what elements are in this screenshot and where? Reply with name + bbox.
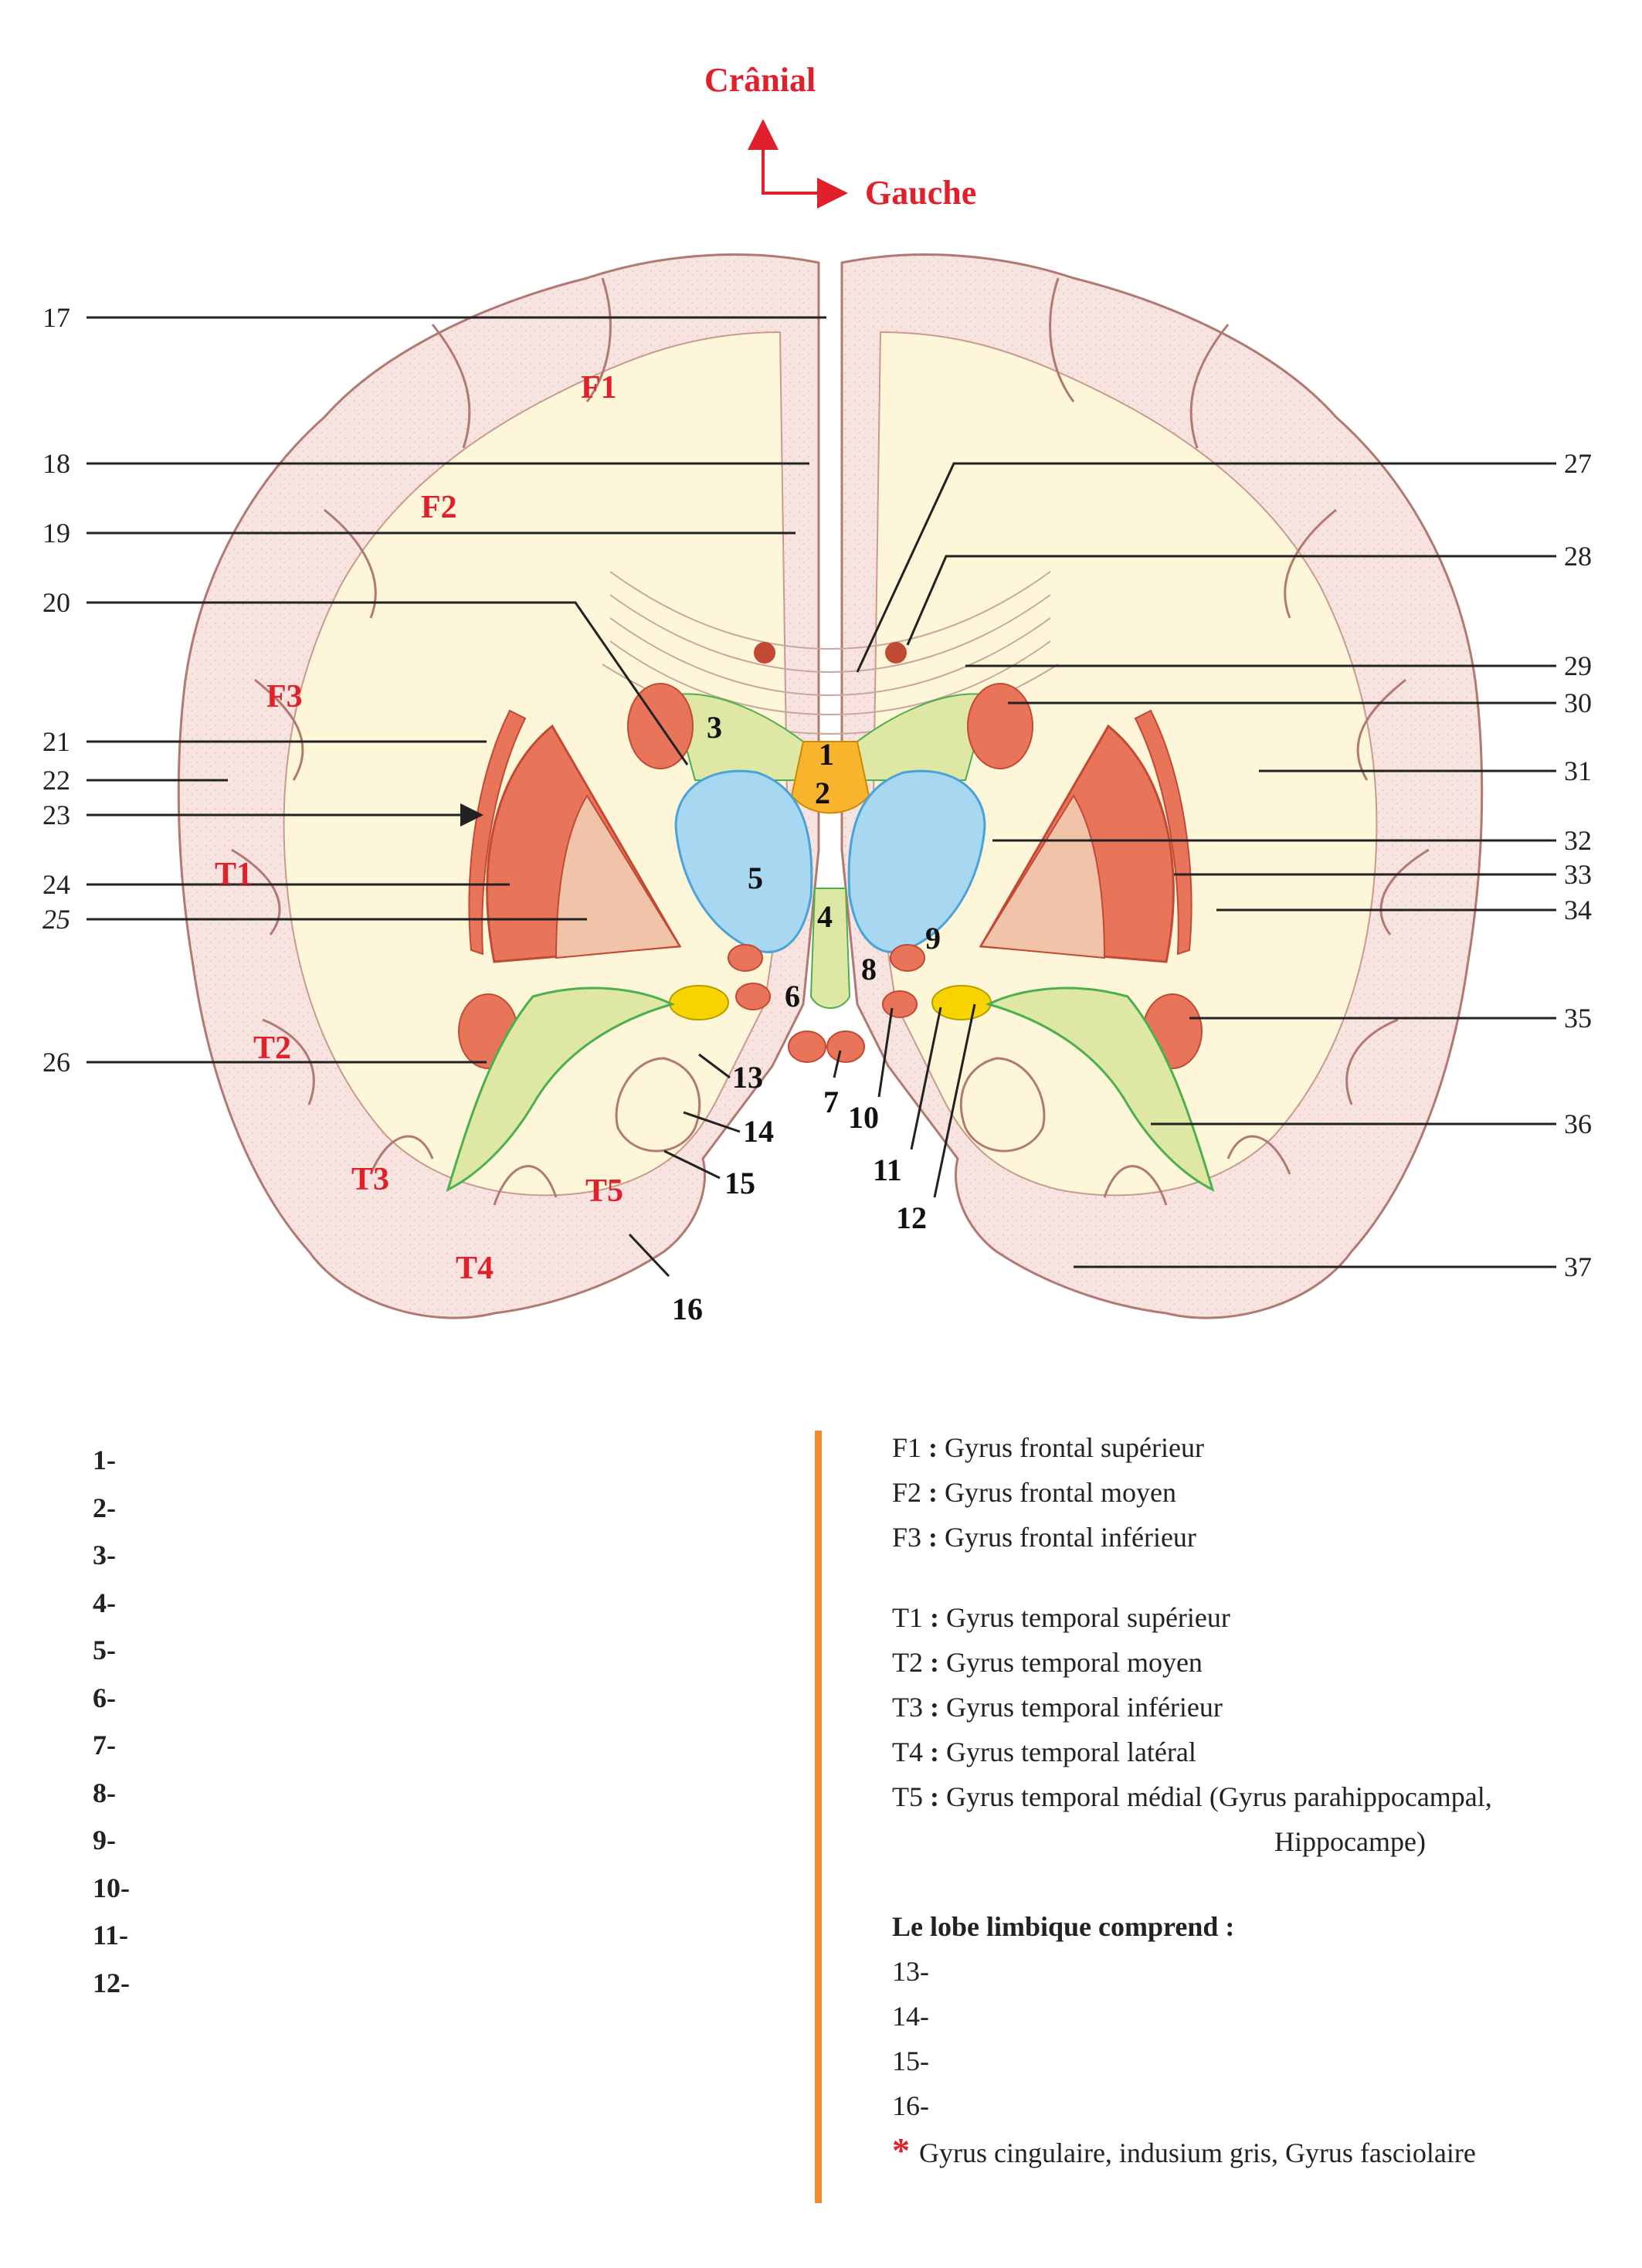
legend-row-t3: T3 : Gyrus temporal inférieur bbox=[892, 1692, 1223, 1723]
gyrus-label-f3: F3 bbox=[266, 679, 303, 715]
label-36: 36 bbox=[1564, 1109, 1592, 1139]
label-1: 1 bbox=[819, 737, 834, 772]
label-22: 22 bbox=[42, 765, 70, 796]
label-17: 17 bbox=[42, 302, 70, 333]
label-11: 11 bbox=[873, 1153, 902, 1187]
label-29: 29 bbox=[1564, 650, 1592, 681]
label-6: 6 bbox=[785, 979, 800, 1013]
legend-row-t5: T5 : Gyrus temporal médial (Gyrus parahi… bbox=[892, 1781, 1492, 1812]
orientation-up-label: Crânial bbox=[704, 61, 816, 99]
orientation-indicator: Crânial Gauche bbox=[704, 61, 976, 212]
answer-line-3: 3- bbox=[93, 1540, 116, 1570]
gyrus-label-t4: T4 bbox=[456, 1251, 494, 1286]
vertical-divider bbox=[815, 1431, 822, 2203]
label-16: 16 bbox=[672, 1292, 703, 1326]
lentiform-nuclei bbox=[468, 709, 1192, 963]
legend-row-f2: F2 : Gyrus frontal moyen bbox=[892, 1477, 1176, 1508]
label-34: 34 bbox=[1564, 895, 1592, 925]
gyrus-label-t2: T2 bbox=[253, 1030, 291, 1066]
label-5: 5 bbox=[748, 861, 763, 895]
answer-line-10: 10- bbox=[93, 1872, 130, 1903]
answer-lines: 1- 2- 3- 4- 5- 6- 7- 8- 9- 10- 11- 12- bbox=[93, 1437, 130, 2007]
label-28: 28 bbox=[1564, 541, 1592, 572]
limbic-note-text: Gyrus cingulaire, indusium gris, Gyrus f… bbox=[919, 2137, 1476, 2168]
gyrus-label-t5: T5 bbox=[585, 1173, 623, 1209]
label-25: 25 bbox=[42, 904, 70, 935]
label-18: 18 bbox=[42, 448, 70, 479]
limbic-item-13: 13- bbox=[892, 1956, 929, 1987]
label-15: 15 bbox=[724, 1166, 755, 1200]
legend-row-t2: T2 : Gyrus temporal moyen bbox=[892, 1647, 1203, 1678]
orientation-right-label: Gauche bbox=[865, 174, 976, 212]
label-10: 10 bbox=[848, 1100, 879, 1135]
gyrus-legend: F1 : Gyrus frontal supérieur F2 : Gyrus … bbox=[892, 1425, 1626, 2173]
label-14: 14 bbox=[743, 1114, 774, 1149]
answer-line-5: 5- bbox=[93, 1635, 116, 1665]
label-33: 33 bbox=[1564, 859, 1592, 890]
limbic-note: * Gyrus cingulaire, indusium gris, Gyrus … bbox=[892, 2128, 1626, 2173]
legend-row-t4: T4 : Gyrus temporal latéral bbox=[892, 1737, 1196, 1767]
gyrus-label-t1: T1 bbox=[215, 857, 253, 892]
label-27: 27 bbox=[1564, 448, 1592, 479]
gyrus-labels: F1 F2 F3 T1 T2 T3 T4 T5 bbox=[215, 370, 623, 1286]
label-31: 31 bbox=[1564, 755, 1592, 786]
gyrus-label-t3: T3 bbox=[351, 1162, 389, 1197]
label-13: 13 bbox=[732, 1060, 763, 1095]
label-12: 12 bbox=[896, 1200, 927, 1235]
legend-row-t1: T1 : Gyrus temporal supérieur bbox=[892, 1602, 1230, 1633]
limbic-item-16: 16- bbox=[892, 2090, 929, 2121]
answer-line-6: 6- bbox=[93, 1682, 116, 1713]
label-35: 35 bbox=[1564, 1003, 1592, 1034]
label-8: 8 bbox=[861, 952, 877, 986]
label-24: 24 bbox=[42, 869, 70, 900]
gyrus-label-f2: F2 bbox=[421, 490, 457, 525]
legend-row-f1: F1 : Gyrus frontal supérieur bbox=[892, 1432, 1204, 1463]
answer-line-2: 2- bbox=[93, 1492, 116, 1523]
answer-line-11: 11- bbox=[93, 1920, 129, 1951]
label-37: 37 bbox=[1564, 1251, 1592, 1282]
label-3: 3 bbox=[707, 710, 722, 745]
answer-line-4: 4- bbox=[93, 1587, 116, 1618]
label-23: 23 bbox=[42, 800, 70, 830]
label-4: 4 bbox=[817, 899, 833, 934]
label-32: 32 bbox=[1564, 825, 1592, 856]
brain-coronal-section-figure: Crânial Gauche bbox=[42, 61, 1592, 1326]
diencephalic-nuclei bbox=[458, 944, 1203, 1069]
answer-line-7: 7- bbox=[93, 1730, 116, 1760]
label-9: 9 bbox=[925, 921, 941, 956]
legend-row-f3: F3 : Gyrus frontal inférieur bbox=[892, 1522, 1196, 1553]
asterisk-marker: * bbox=[892, 2130, 910, 2170]
label-7: 7 bbox=[823, 1085, 839, 1119]
thalami bbox=[674, 769, 986, 1009]
answer-line-12: 12- bbox=[93, 1967, 130, 1998]
hippocampal-formation bbox=[446, 986, 1215, 1192]
label-30: 30 bbox=[1564, 688, 1592, 718]
legend-row-t5-continuation: Hippocampe) bbox=[1274, 1826, 1426, 1857]
label-2: 2 bbox=[815, 776, 830, 810]
label-19: 19 bbox=[42, 518, 70, 548]
answer-line-8: 8- bbox=[93, 1777, 116, 1808]
label-26: 26 bbox=[42, 1047, 70, 1078]
limbic-item-14: 14- bbox=[892, 2001, 929, 2032]
label-20: 20 bbox=[42, 587, 70, 618]
label-21: 21 bbox=[42, 726, 70, 757]
gyrus-label-f1: F1 bbox=[581, 370, 617, 406]
answer-line-1: 1- bbox=[93, 1445, 116, 1475]
answer-line-9: 9- bbox=[93, 1825, 116, 1855]
limbic-lobe-heading: Le lobe limbique comprend : bbox=[892, 1911, 1235, 1942]
leader-lines bbox=[87, 316, 1556, 1278]
structure-number-labels: 1 2 3 4 5 6 7 8 9 10 11 12 13 14 15 16 1… bbox=[42, 302, 1592, 1326]
limbic-item-15: 15- bbox=[892, 2046, 929, 2076]
